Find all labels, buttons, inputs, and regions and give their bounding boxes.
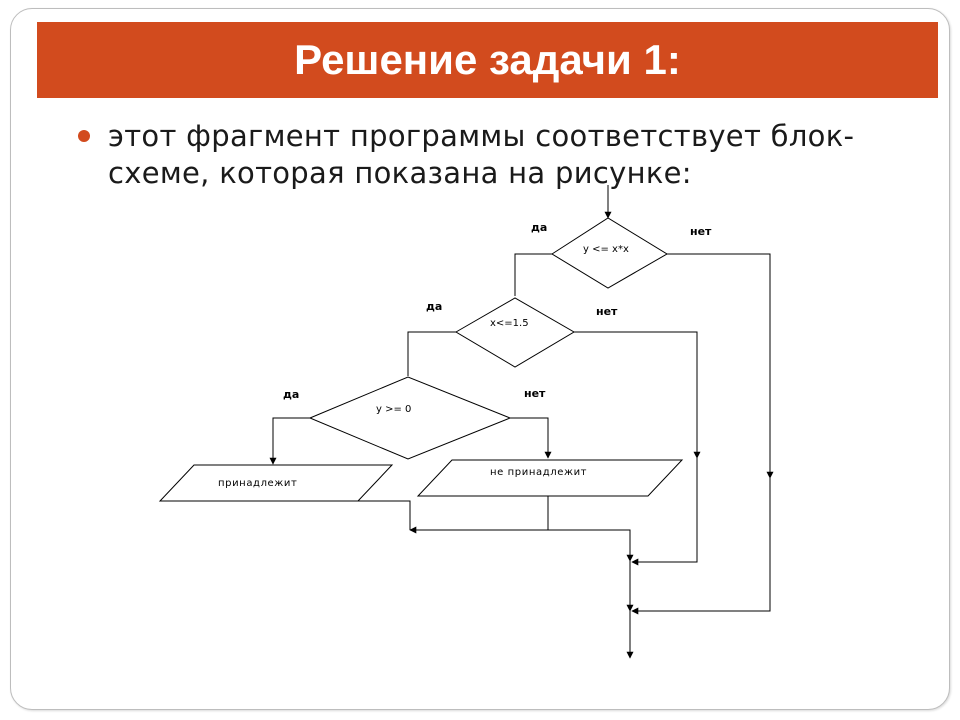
output-yes-down-line [273, 500, 411, 530]
output-yes-text: принадлежит [218, 478, 297, 489]
decision-3-no-arrow [510, 417, 552, 459]
decision-2-yes-line [407, 331, 456, 376]
output-no-shape [416, 459, 684, 497]
decision-2-no-label: нет [596, 305, 618, 318]
title-bar: Решение задачи 1: [37, 22, 938, 98]
decision-3-no-label: нет [524, 387, 546, 400]
slide-title: Решение задачи 1: [294, 36, 681, 83]
decision-1-yes-label: да [531, 221, 547, 234]
decision-2-shape [455, 297, 575, 368]
decision-1-text: y <= x*x [583, 244, 629, 255]
slide-frame [10, 8, 950, 710]
decision-2-text: x<=1.5 [490, 318, 529, 329]
bullet-item: этот фрагмент программы соответствует бл… [78, 118, 928, 192]
decision-3-text: y >= 0 [376, 404, 411, 415]
decision-1-no-line [667, 253, 771, 470]
decision-1-yes-line [514, 253, 552, 296]
decision-3-shape [308, 376, 512, 460]
decision-2-no-return [631, 458, 698, 566]
decision-1-no-return [631, 478, 771, 615]
decision-2-yes-label: да [426, 300, 442, 313]
merge-1-down-arrow [410, 529, 634, 562]
decision-2-no-line [574, 331, 698, 420]
bullet-icon [78, 130, 90, 142]
bullet-text: этот фрагмент программы соответствует бл… [108, 119, 855, 190]
decision-1-no-label: нет [690, 225, 712, 238]
decision-3-yes-label: да [283, 388, 299, 401]
decision-3-yes-line [272, 417, 310, 464]
output-no-text: не принадлежит [490, 467, 587, 478]
